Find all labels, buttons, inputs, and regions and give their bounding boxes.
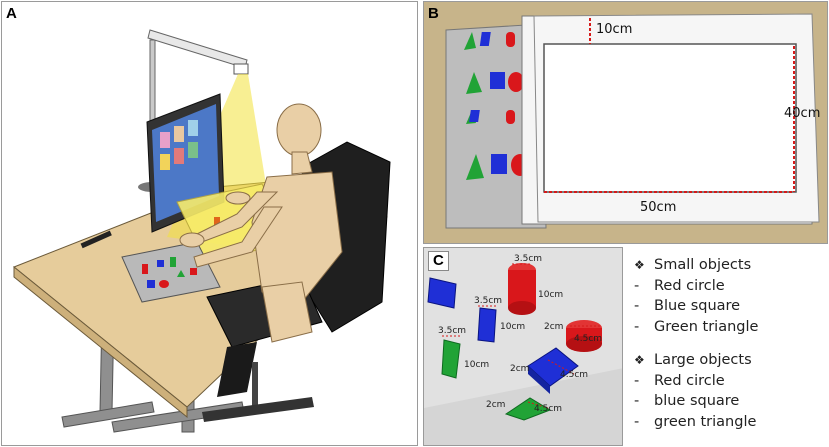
width-dimension-label: 50cm (640, 200, 677, 215)
legend-large-objects: ❖ Large objects -Red circle -blue square… (634, 350, 824, 432)
dimension-lines (544, 18, 795, 193)
objects-closeup (424, 248, 622, 445)
panel-c-object-dimensions: C 3.5cm 10cm 3.5cm 10cm 3.5cm 10cm 2cm 4… (423, 247, 623, 446)
red-cylinder-diameter-label: 3.5cm (514, 254, 543, 264)
green-prism-height-label: 10cm (464, 360, 490, 370)
large-square-width-label: 4.5cm (560, 370, 589, 380)
target-object-icon (214, 217, 220, 227)
legend-small-title: Small objects (654, 257, 752, 273)
legend-item: blue square (654, 393, 740, 409)
large-cylinder-diameter-label: 4.5cm (574, 334, 603, 344)
workstation-illustration (13, 29, 391, 433)
height-dimension-label: 40cm (784, 106, 821, 121)
diamond-bullet-icon: ❖ (634, 353, 645, 367)
large-triangle-height-label: 2cm (486, 400, 506, 410)
panel-a-label: A (6, 5, 17, 22)
red-cylinder-height-label: 10cm (538, 290, 564, 300)
panel-b-label: B (428, 5, 439, 22)
legend-item: Green triangle (654, 318, 759, 335)
panel-a-workstation-illustration: A (1, 1, 418, 446)
panel-b-board-dimensions: B 10cm 40cm 50cm (423, 1, 828, 244)
diamond-bullet-icon: ❖ (634, 258, 645, 272)
large-cylinder-height-label: 2cm (544, 322, 564, 332)
object-tray (445, 23, 547, 229)
green-prism-width-label: 3.5cm (438, 326, 467, 336)
legend-item: Blue square (654, 298, 741, 314)
legend-item: green triangle (654, 413, 757, 430)
large-square-height-label: 2cm (510, 364, 530, 374)
legend-item: Red circle (654, 277, 725, 294)
blue-prism-height-label: 10cm (500, 322, 526, 332)
large-triangle-width-label: 4.5cm (534, 404, 563, 414)
legend-large-title: Large objects (654, 352, 752, 368)
board-diagram (445, 13, 820, 229)
margin-dimension-label: 10cm (596, 22, 633, 37)
work-board (521, 13, 820, 225)
legend-item: Red circle (654, 372, 725, 389)
panel-c-label: C (428, 251, 449, 271)
legend-small-objects: ❖ Small objects -Red circle -Blue square… (634, 255, 824, 337)
object-legend: ❖ Small objects -Red circle -Blue square… (634, 255, 824, 445)
blue-prism-width-label: 3.5cm (474, 296, 503, 306)
mannequin-user (179, 103, 343, 343)
